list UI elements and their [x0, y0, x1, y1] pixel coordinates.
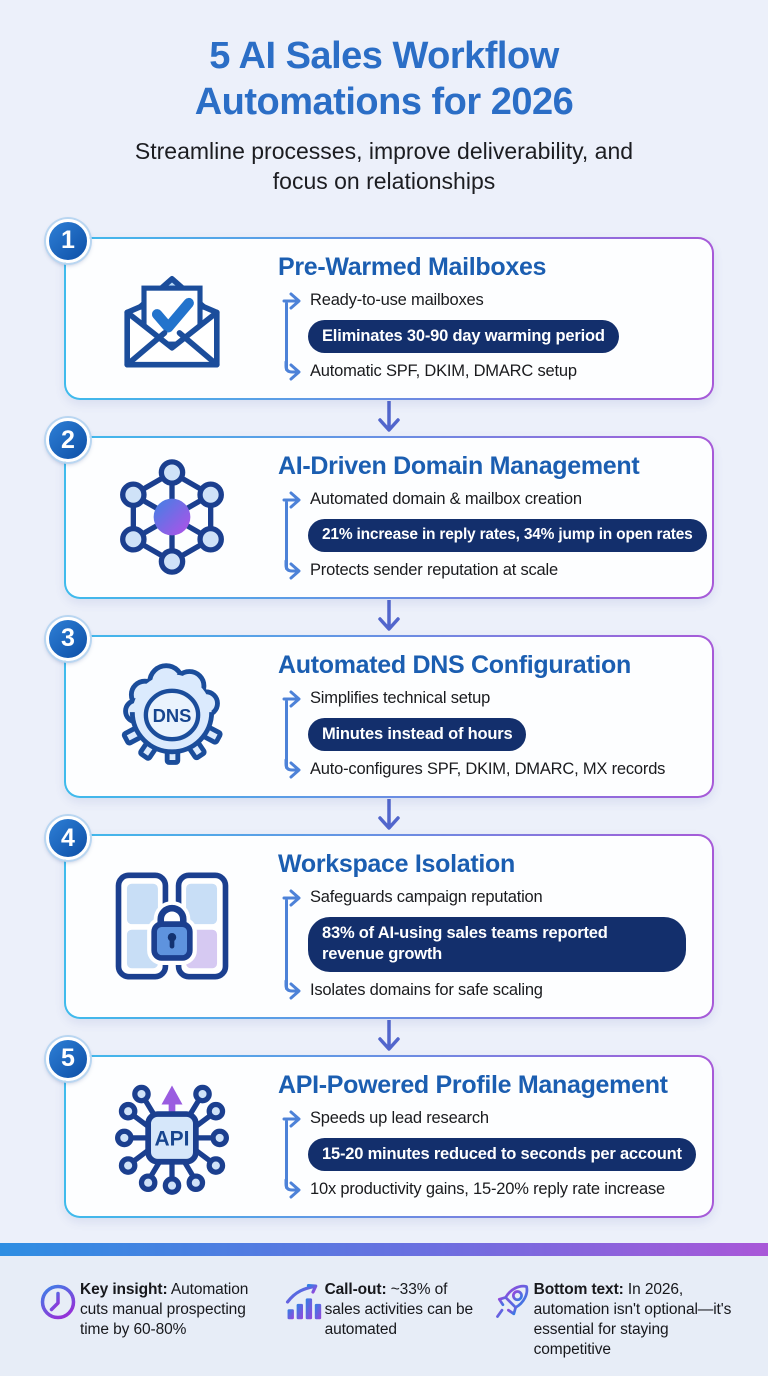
api-chip-icon: API [115, 1085, 229, 1196]
bullet-item: Simplifies technical setup [278, 687, 688, 711]
bullet-item: Automatic SPF, DKIM, DMARC setup [278, 360, 688, 384]
flow-down-arrow-icon [64, 599, 714, 635]
card-automated-dns-configuration: 3 [46, 616, 714, 799]
branch-arrow-corner-icon [278, 979, 310, 1003]
mail-check-icon [124, 276, 220, 368]
branch-arrow-corner-icon [278, 559, 310, 583]
rocket-icon [492, 1282, 534, 1322]
clock-icon [38, 1282, 80, 1322]
header: 5 AI Sales Workflow Automations for 2026… [0, 0, 768, 197]
flow-down-arrow-icon [64, 400, 714, 436]
cards-column: 1 Pre-Warmed Mailboxes [46, 218, 714, 1219]
flow-down-arrow-icon [64, 798, 714, 834]
card-title: Automated DNS Configuration [278, 650, 631, 679]
card-pre-warmed-mailboxes: 1 Pre-Warmed Mailboxes [46, 218, 714, 401]
footer-label: Bottom text: [533, 1281, 624, 1298]
stat-pill: 15-20 minutes reduced to seconds per acc… [308, 1137, 696, 1172]
card-api-powered-profile-management: 5 API [46, 1036, 714, 1219]
footer-item-call-out: Call-out: ~33% of sales activities can b… [283, 1280, 492, 1376]
step-number-badge: 3 [46, 616, 90, 661]
bullet-item: 10x productivity gains, 15-20% reply rat… [278, 1178, 688, 1202]
stat-pill: Minutes instead of hours [308, 717, 527, 752]
branch-arrow-corner-icon [278, 758, 310, 782]
footer: Key insight: Automation cuts manual pros… [0, 1256, 768, 1376]
svg-text:API: API [155, 1128, 190, 1151]
card-title: AI-Driven Domain Management [278, 452, 640, 481]
page-subtitle: Streamline processes, improve deliverabi… [134, 137, 634, 195]
page-title: 5 AI Sales Workflow Automations for 2026 [194, 35, 574, 123]
branch-arrow-right-icon [278, 488, 310, 512]
footer-label: Key insight: [80, 1281, 168, 1298]
dns-gear-cloud-icon: DNS [121, 663, 223, 766]
network-icon [120, 459, 224, 576]
card-workspace-isolation: 4 [46, 816, 714, 1018]
step-number-badge: 5 [46, 1036, 90, 1081]
footer-item-key-insight: Key insight: Automation cuts manual pros… [38, 1280, 283, 1376]
step-number-badge: 4 [46, 816, 90, 861]
footer-item-bottom-text: Bottom text: In 2026, automation isn't o… [492, 1280, 748, 1376]
bar-chart-icon [283, 1282, 325, 1322]
gradient-divider-bar [0, 1243, 768, 1256]
card-ai-driven-domain-management: 2 [46, 418, 714, 598]
bullet-item: Automated domain & mailbox creation [278, 488, 688, 512]
footer-text: ~33% of sales activities can be automate… [324, 1281, 474, 1339]
footer-label: Call-out: [324, 1281, 387, 1298]
bullet-item: Auto-configures SPF, DKIM, DMARC, MX rec… [278, 758, 688, 782]
step-number-badge: 2 [46, 418, 90, 463]
svg-text:DNS: DNS [153, 705, 192, 726]
stat-pill: Eliminates 30-90 day warming period [308, 319, 619, 354]
card-title: Pre-Warmed Mailboxes [278, 252, 547, 281]
step-number-badge: 1 [46, 218, 90, 263]
branch-arrow-right-icon [278, 289, 310, 313]
bullet-item: Safeguards campaign reputation [278, 886, 688, 910]
flow-down-arrow-icon [64, 1019, 714, 1055]
bullet-item: Speeds up lead research [278, 1107, 688, 1131]
branch-arrow-right-icon [278, 687, 310, 711]
branch-arrow-right-icon [278, 1107, 310, 1131]
bullet-item: Ready-to-use mailboxes [278, 289, 688, 313]
branch-arrow-right-icon [278, 886, 310, 910]
bullet-item: Isolates domains for safe scaling [278, 979, 688, 1003]
footer-text: Automation cuts manual prospecting time … [80, 1281, 249, 1339]
branch-arrow-corner-icon [278, 1178, 310, 1202]
stat-pill: 83% of AI-using sales teams reported rev… [308, 917, 686, 972]
stat-pill: 21% increase in reply rates, 34% jump in… [308, 519, 707, 552]
bullet-item: Protects sender reputation at scale [278, 559, 688, 583]
branch-arrow-corner-icon [278, 360, 310, 384]
card-title: Workspace Isolation [278, 850, 515, 879]
footer-text: In 2026, automation isn't optional—it's … [533, 1281, 732, 1359]
card-title: API-Powered Profile Management [278, 1070, 668, 1099]
workspace-lock-icon [115, 872, 229, 980]
